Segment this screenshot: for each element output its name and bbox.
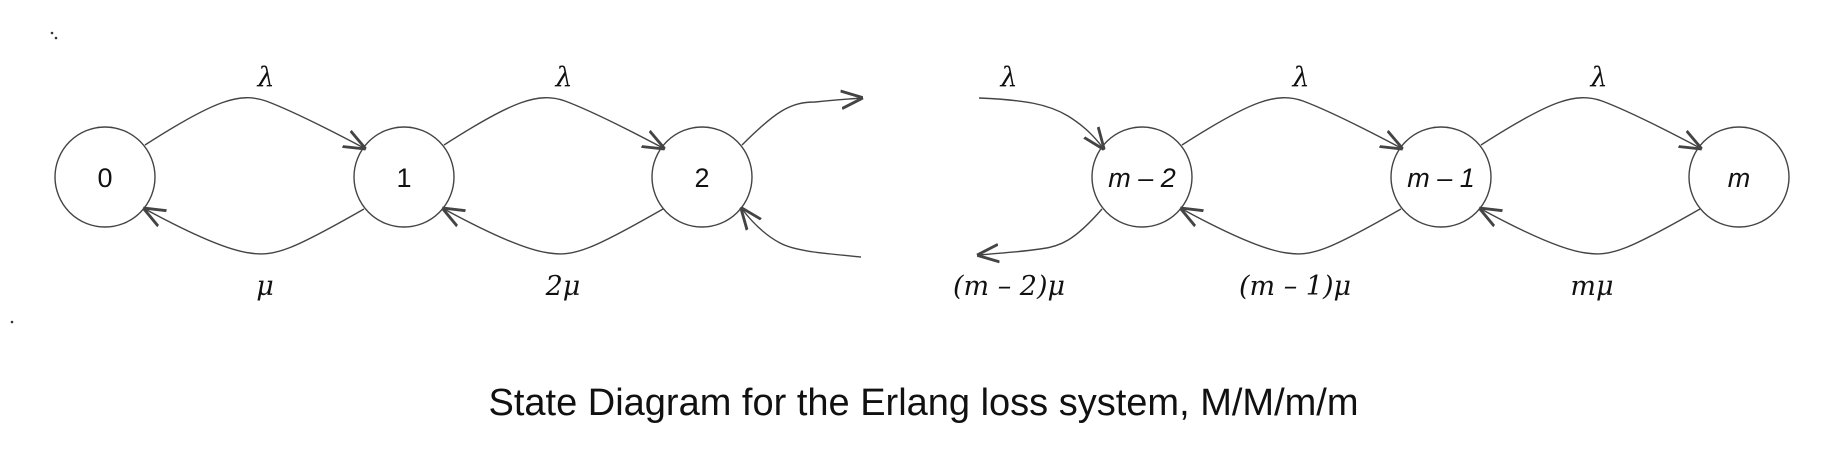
arrival-arrow (1181, 97, 1401, 148)
state-label: 0 (97, 163, 112, 193)
service-arrow-incoming (742, 209, 862, 258)
state-m-minus-1: m – 1 (1390, 126, 1492, 228)
diagram-caption: State Diagram for the Erlang loss system… (488, 382, 1359, 424)
arrival-arrow-outgoing (741, 98, 861, 146)
arrival-rate-label: λ (1291, 62, 1309, 93)
service-arrow (444, 209, 664, 255)
stray-dot (10, 320, 14, 324)
state-0: 0 (54, 126, 156, 228)
service-rate-label: (m – 1)μ (1239, 271, 1351, 302)
state-label: 1 (396, 163, 411, 193)
service-arrow (1481, 209, 1701, 255)
state-m: m (1688, 126, 1790, 228)
arrival-rate-label: λ (1589, 62, 1607, 93)
stray-dot (54, 36, 58, 40)
service-rate-label: μ (256, 271, 274, 302)
service-arrow (145, 209, 365, 255)
service-rate-label: (m – 2)μ (953, 271, 1065, 302)
state-2: 2 (651, 126, 753, 228)
service-rate-label: mμ (1570, 271, 1613, 302)
arrival-rate-label: λ (554, 62, 572, 93)
service-arrow-outgoing (979, 208, 1103, 255)
service-rate-label: 2μ (545, 271, 581, 302)
arrival-arrow (144, 97, 364, 148)
service-arrow (1182, 209, 1402, 255)
state-label: 2 (694, 163, 709, 193)
stray-dot (50, 31, 54, 35)
state-m-minus-2: m – 2 (1091, 126, 1193, 228)
arrival-rate-label: λ (999, 62, 1017, 93)
arrival-rate-label: λ (256, 62, 274, 93)
arrival-arrow-incoming (978, 97, 1103, 148)
arrival-arrow (1480, 97, 1700, 148)
arrival-arrow (443, 97, 663, 148)
state-1: 1 (353, 126, 455, 228)
state-label: m (1728, 163, 1751, 193)
state-label: m – 2 (1108, 163, 1176, 193)
state-label: m – 1 (1407, 163, 1475, 193)
